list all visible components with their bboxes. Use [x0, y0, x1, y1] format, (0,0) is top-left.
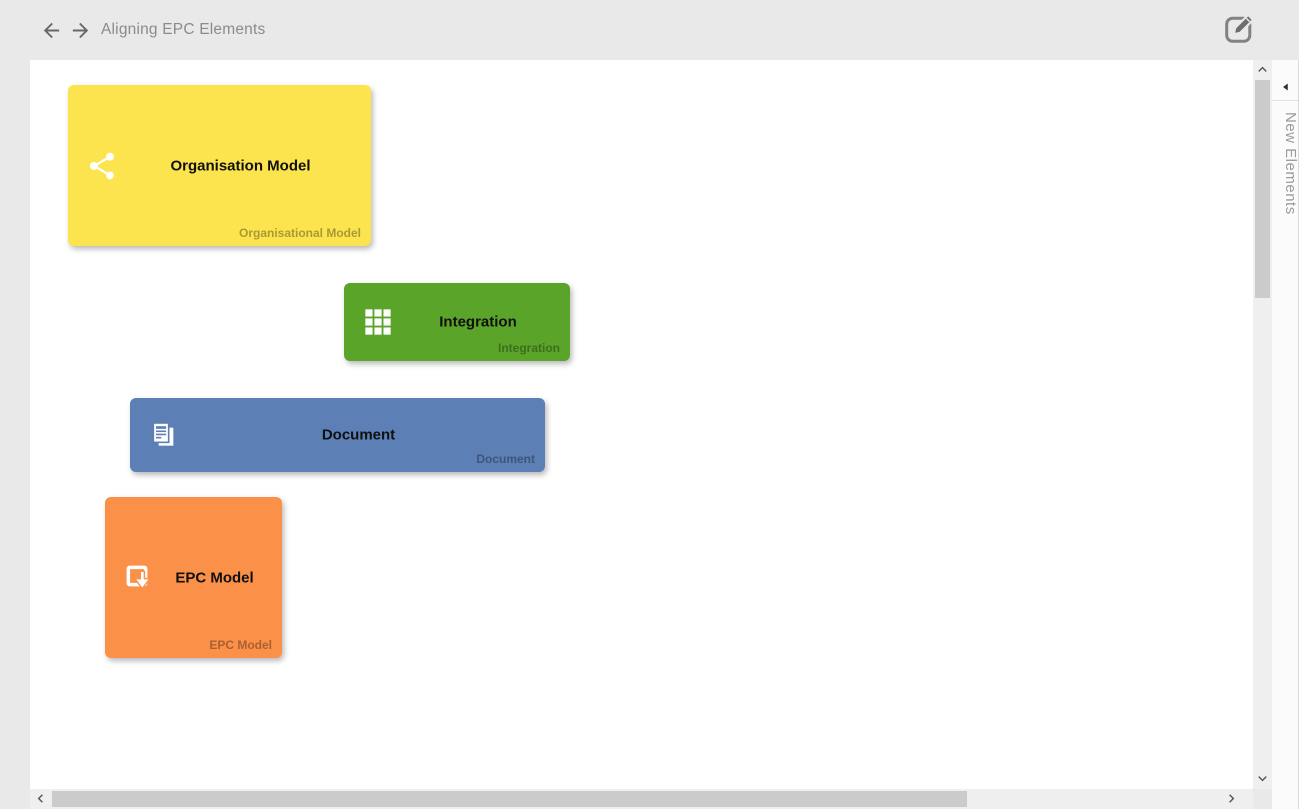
scroll-right-button[interactable]	[1222, 789, 1241, 808]
card-type-label: EPC Model	[209, 638, 272, 652]
chevron-right-icon	[1222, 790, 1241, 807]
arrow-left-icon	[40, 19, 63, 42]
grid-icon	[362, 306, 394, 338]
diagram-canvas[interactable]: Organisation Model Organisational Model …	[30, 60, 1253, 789]
edit-button[interactable]	[1221, 11, 1257, 47]
card-type-label: Organisational Model	[238, 226, 361, 240]
vertical-scrollbar-thumb[interactable]	[1255, 80, 1270, 298]
forward-button[interactable]	[69, 19, 92, 42]
epc-model-icon	[123, 562, 155, 594]
canvas-card-epc-model[interactable]: EPC Model EPC Model	[105, 497, 282, 658]
card-title: EPC Model	[175, 569, 254, 586]
card-title: Document	[321, 426, 396, 444]
arrow-right-icon	[69, 19, 92, 42]
scroll-down-button[interactable]	[1253, 769, 1272, 788]
drawer-title: New Elements	[1282, 112, 1299, 215]
share-icon	[86, 150, 118, 182]
card-type-label: Integration	[498, 341, 560, 355]
document-icon	[148, 419, 180, 451]
new-elements-drawer-tab[interactable]: New Elements	[1272, 60, 1299, 809]
canvas-card-organisation-model[interactable]: Organisation Model Organisational Model	[68, 85, 371, 246]
chevron-up-icon	[1253, 61, 1272, 78]
triangle-left-icon	[1272, 80, 1299, 94]
back-button[interactable]	[40, 19, 63, 42]
drawer-divider	[1272, 100, 1298, 101]
horizontal-scrollbar-thumb[interactable]	[52, 791, 967, 807]
card-title: Integration	[439, 313, 517, 331]
top-bar: Aligning EPC Elements	[0, 0, 1299, 60]
canvas-card-document[interactable]: Document Document	[130, 398, 545, 472]
drawer-expand-button[interactable]	[1272, 60, 1299, 100]
scroll-left-button[interactable]	[31, 789, 50, 808]
edit-pencil-icon	[1221, 11, 1257, 47]
card-title: Organisation Model	[170, 157, 311, 174]
canvas-card-integration[interactable]: Integration Integration	[344, 283, 570, 361]
vertical-scrollbar[interactable]	[1253, 60, 1272, 789]
horizontal-scrollbar[interactable]	[30, 789, 1253, 809]
scroll-up-button[interactable]	[1253, 60, 1272, 79]
card-type-label: Document	[476, 452, 535, 466]
page-title: Aligning EPC Elements	[101, 21, 266, 38]
chevron-left-icon	[31, 790, 50, 807]
chevron-down-icon	[1253, 770, 1272, 787]
